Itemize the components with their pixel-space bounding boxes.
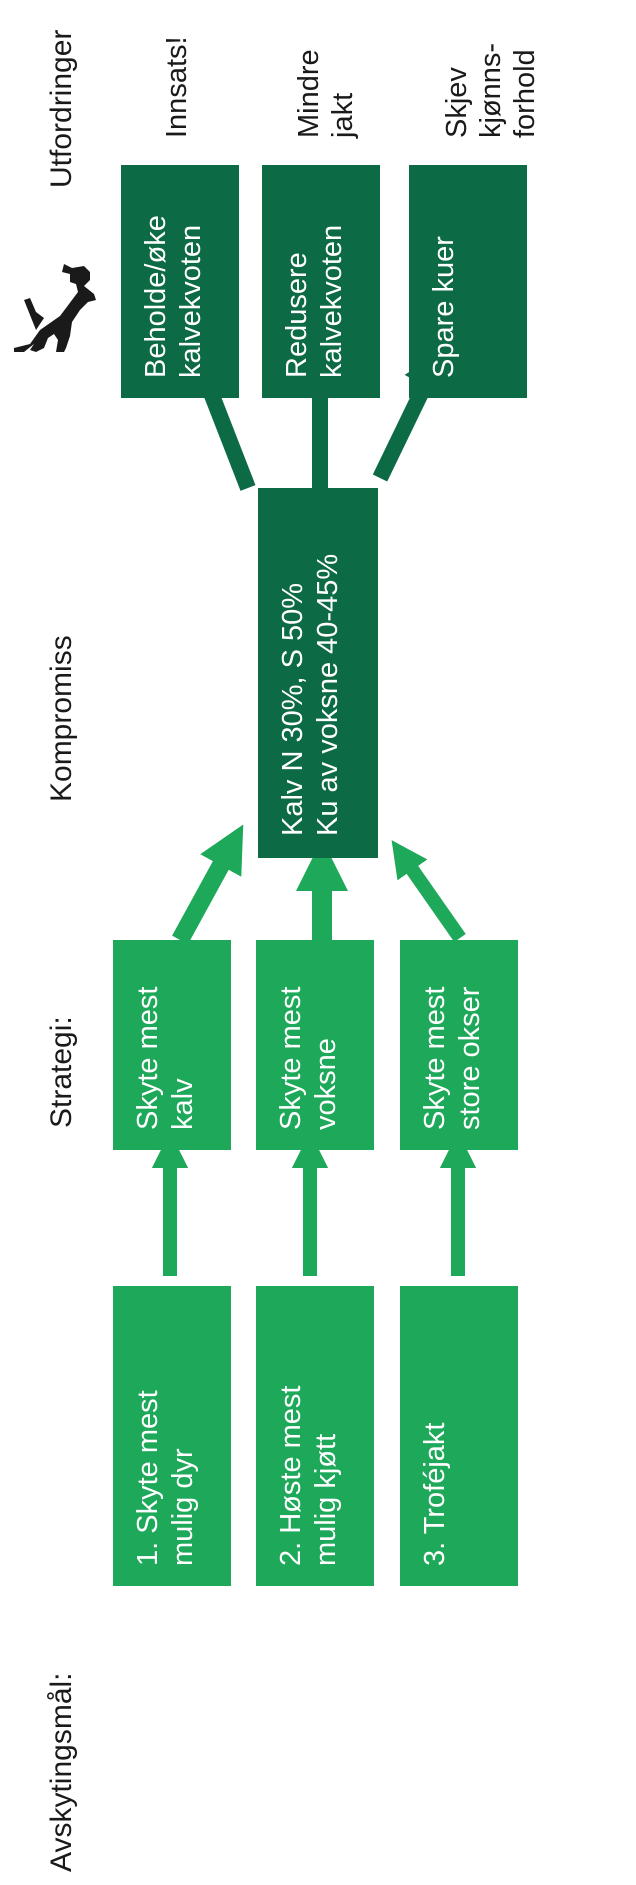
- goal-1-line1: 1. Skyte mest: [132, 1390, 164, 1566]
- goal-box-3: 3. Troféjakt: [400, 1286, 518, 1586]
- strategy-2-line1: Skyte mest: [275, 986, 307, 1130]
- compromise-box: Kalv N 30%, S 50% Ku av voksne 40-45%: [258, 488, 378, 858]
- goal-3-line1: 3. Troféjakt: [419, 1422, 451, 1566]
- header-strategy: Strategi:: [45, 1016, 78, 1128]
- strategy-3-line2: store okser: [454, 986, 487, 1130]
- challenge-3-line2: kjønns-: [475, 42, 508, 138]
- measure-box-1: Beholde/øke kalvekvoten: [121, 165, 239, 398]
- header-compromise: Kompromiss: [45, 635, 78, 802]
- challenge-1-line1: Innsats!: [161, 36, 193, 138]
- measure-box-3: Spare kuer: [409, 165, 527, 398]
- compromise-line1: Kalv N 30%, S 50%: [277, 582, 309, 836]
- strategy-2-line2: voksne: [310, 1038, 343, 1130]
- challenge-3-line3: forhold: [509, 49, 542, 138]
- strategy-box-2: Skyte mest voksne: [256, 940, 374, 1150]
- header-goals: Avskytingsmål:: [45, 1672, 78, 1872]
- goal-box-2: 2. Høste mest mulig kjøtt: [256, 1286, 374, 1586]
- challenge-2: Mindre jakt: [292, 49, 360, 138]
- challenge-2-line2: jakt: [327, 92, 360, 138]
- challenge-1: Innsats!: [160, 36, 194, 138]
- measure-1-line1: Beholde/øke: [140, 215, 172, 378]
- goal-2-line2: mulig kjøtt: [310, 1433, 343, 1566]
- strategy-1-line1: Skyte mest: [132, 986, 164, 1130]
- strategy-box-3: Skyte mest store okser: [400, 940, 518, 1150]
- goal-2-line1: 2. Høste mest: [275, 1385, 307, 1567]
- arrow-compromise-measure1: [198, 377, 256, 491]
- strategy-3-line1: Skyte mest: [419, 986, 451, 1130]
- challenge-3-line1: Skjev: [441, 67, 473, 138]
- strategy-1-line2: kalv: [167, 1078, 200, 1130]
- measure-2-line2: kalvekvoten: [316, 224, 349, 378]
- measure-1-line2: kalvekvoten: [175, 224, 208, 378]
- compromise-line2: Ku av voksne 40-45%: [312, 553, 345, 836]
- challenge-3: Skjev kjønns- forhold: [440, 43, 543, 138]
- arrow-compromise-measure3: [372, 381, 433, 482]
- arrow-strategy3-compromise: [391, 840, 466, 943]
- strategy-box-1: Skyte mest kalv: [113, 940, 231, 1150]
- arrow-strategy1-compromise: [172, 824, 244, 945]
- measure-3-line1: Spare kuer: [428, 236, 460, 378]
- measure-box-2: Redusere kalvekvoten: [262, 165, 380, 398]
- dog-silhouette-icon: [14, 264, 96, 352]
- goal-box-1: 1. Skyte mest mulig dyr: [113, 1286, 231, 1586]
- goal-1-line2: mulig dyr: [167, 1448, 200, 1566]
- header-challenges: Utfordringer: [45, 29, 78, 188]
- challenge-2-line1: Mindre: [293, 49, 325, 138]
- measure-2-line1: Redusere: [281, 252, 313, 378]
